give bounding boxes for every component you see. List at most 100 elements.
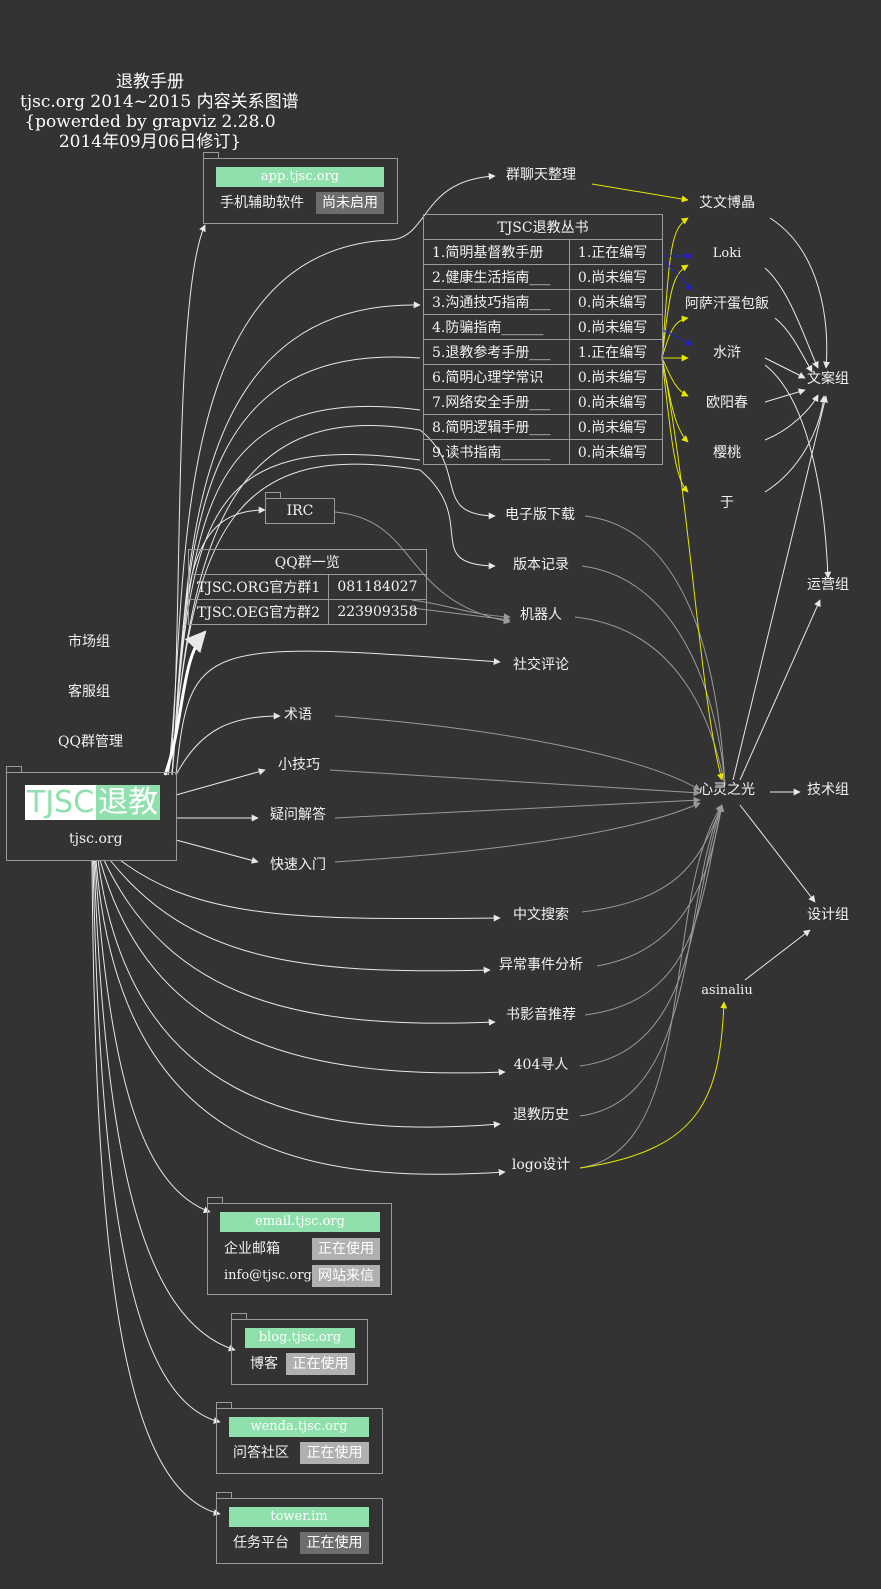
qq-group-name: TJSC.ORG官方群1 <box>187 574 330 600</box>
book-name: 7.网络安全手册___ <box>423 389 570 415</box>
book-status: 1.正在编写 <box>568 239 664 265</box>
wenda-label: 问答社区 <box>233 1445 289 1461</box>
person-asinaliu[interactable]: asinaliu <box>701 983 753 998</box>
person-yingtao[interactable]: 樱桃 <box>713 445 741 461</box>
table-row[interactable]: 9.读书指南_______0.尚未编写 <box>423 439 664 465</box>
title-line-1: 退教手册 <box>116 72 184 92</box>
tower-status: 正在使用 <box>300 1532 369 1554</box>
person-aiwen[interactable]: 艾文博晶 <box>699 195 755 211</box>
tower-label: 任务平台 <box>233 1535 289 1551</box>
book-status: 1.正在编写 <box>568 339 664 365</box>
book-name: 1.简明基督教手册 <box>423 239 570 265</box>
book-status: 0.尚未编写 <box>568 364 664 390</box>
node-tips[interactable]: 小技巧 <box>278 757 320 773</box>
person-asa[interactable]: 阿萨汗蛋包飯 <box>685 296 769 312</box>
book-status: 0.尚未编写 <box>568 264 664 290</box>
node-missing[interactable]: 404寻人 <box>513 1057 569 1073</box>
title-line-3: {powerded by grapviz 2.28.0 <box>24 112 276 132</box>
person-ouyang[interactable]: 欧阳春 <box>706 395 748 411</box>
book-name: 2.健康生活指南___ <box>423 264 570 290</box>
folder-tab <box>216 1402 232 1408</box>
folder-tab <box>6 766 22 772</box>
node-faq[interactable]: 疑问解答 <box>270 807 326 823</box>
tower-node[interactable]: tower.im 任务平台 正在使用 <box>216 1498 383 1564</box>
node-version[interactable]: 版本记录 <box>513 557 569 573</box>
email-node[interactable]: email.tjsc.org 企业邮箱 正在使用 info@tjsc.org 网… <box>207 1203 392 1295</box>
group-tech[interactable]: 技术组 <box>807 782 849 798</box>
table-row[interactable]: 2.健康生活指南___0.尚未编写 <box>423 264 664 290</box>
node-history[interactable]: 退教历史 <box>513 1107 569 1123</box>
app-domain: app.tjsc.org <box>216 167 384 187</box>
book-name: 3.沟通技巧指南___ <box>423 289 570 315</box>
node-logo[interactable]: logo设计 <box>511 1157 571 1173</box>
node-media[interactable]: 书影音推荐 <box>506 1007 576 1023</box>
email-domain: email.tjsc.org <box>220 1212 380 1232</box>
table-row[interactable]: 3.沟通技巧指南___0.尚未编写 <box>423 289 664 315</box>
folder-tab <box>207 1197 223 1203</box>
book-status: 0.尚未编写 <box>568 414 664 440</box>
email-row1-label: 企业邮箱 <box>224 1241 280 1257</box>
book-name: 8.简明逻辑手册___ <box>423 414 570 440</box>
node-robot[interactable]: 机器人 <box>520 607 562 623</box>
table-row[interactable]: 7.网络安全手册___0.尚未编写 <box>423 389 664 415</box>
group-ops[interactable]: 运营组 <box>807 577 849 593</box>
root-to-qq-edge <box>163 630 207 776</box>
irc-label: IRC <box>286 503 314 519</box>
node-social[interactable]: 社交评论 <box>513 657 569 673</box>
book-name: 5.退教参考手册___ <box>423 339 570 365</box>
node-chat[interactable]: 群聊天整理 <box>506 167 576 183</box>
diagram-title: 退教手册 tjsc.org 2014~2015 内容关系图谱 {powerded… <box>20 72 299 152</box>
app-label: 手机辅助软件 <box>220 195 304 211</box>
group-qq-admin[interactable]: QQ群管理 <box>58 734 123 750</box>
node-anomaly[interactable]: 异常事件分析 <box>499 957 583 973</box>
gray-edges <box>329 511 726 1169</box>
node-quickstart[interactable]: 快速入门 <box>270 857 326 873</box>
node-terms[interactable]: 术语 <box>284 707 312 723</box>
table-row[interactable]: 8.简明逻辑手册___0.尚未编写 <box>423 414 664 440</box>
qq-group-number: 223909358 <box>328 599 427 625</box>
group-copy[interactable]: 文案组 <box>807 371 849 387</box>
root-url: tjsc.org <box>69 831 123 847</box>
book-status: 0.尚未编写 <box>568 389 664 415</box>
group-service[interactable]: 客服组 <box>68 684 110 700</box>
qq-title: QQ群一览 <box>188 549 427 575</box>
person-shuihu[interactable]: 水浒 <box>713 345 741 361</box>
node-ebook[interactable]: 电子版下载 <box>505 507 575 523</box>
folder-tab <box>231 1313 247 1319</box>
blog-node[interactable]: blog.tjsc.org 博客 正在使用 <box>231 1319 368 1385</box>
blog-label: 博客 <box>250 1356 278 1372</box>
folder-tab <box>216 1492 232 1498</box>
table-row[interactable]: 4.防骗指南______0.尚未编写 <box>423 314 664 340</box>
folder-tab <box>265 492 281 498</box>
book-name: 9.读书指南_______ <box>423 439 570 465</box>
irc-node[interactable]: IRC <box>265 498 335 524</box>
folder-tab <box>203 152 219 158</box>
wenda-node[interactable]: wenda.tjsc.org 问答社区 正在使用 <box>216 1408 383 1474</box>
blue-edges <box>661 252 693 346</box>
wenda-domain: wenda.tjsc.org <box>229 1417 369 1437</box>
book-status: 0.尚未编写 <box>568 314 664 340</box>
group-market[interactable]: 市场组 <box>68 634 110 650</box>
app-node[interactable]: app.tjsc.org 手机辅助软件 尚未启用 <box>203 158 398 224</box>
node-search[interactable]: 中文搜索 <box>513 907 569 923</box>
book-status: 0.尚未编写 <box>568 439 664 465</box>
right-edges <box>732 217 832 981</box>
person-loki[interactable]: Loki <box>712 246 742 261</box>
book-name: 4.防骗指南______ <box>423 314 570 340</box>
book-name: 6.简明心理学常识 <box>423 364 570 390</box>
qq-group-number: 081184027 <box>328 574 427 600</box>
person-xinling[interactable]: 心灵之光 <box>699 782 755 798</box>
person-yu[interactable]: 于 <box>720 495 734 511</box>
email-row2-status: 网站来信 <box>312 1265 380 1287</box>
books-title: TJSC退教丛书 <box>423 214 663 240</box>
group-design[interactable]: 设计组 <box>807 907 849 923</box>
table-row[interactable]: 5.退教参考手册___1.正在编写 <box>423 339 664 365</box>
